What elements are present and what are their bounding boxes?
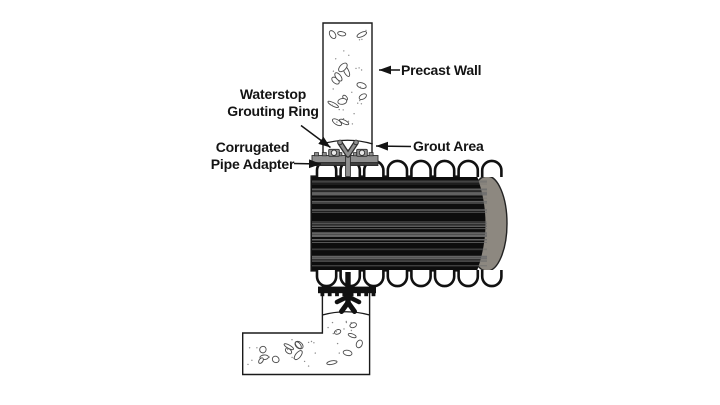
flange-ribs-bottom [320, 292, 376, 297]
waterstop-label-line1: Waterstop [239, 86, 307, 102]
adapter-arrow [293, 159, 322, 169]
waterstop-arrow [300, 124, 331, 149]
adapter-label: Corrugated Pipe Adapter [195, 139, 310, 173]
precast-wall-label: Precast Wall [401, 62, 482, 78]
grout-arc-bottom [322, 311, 370, 316]
annotation-arrows [293, 65, 412, 169]
concrete-texture-upper [327, 29, 368, 127]
bolt-right [358, 149, 366, 156]
pipe-striations [312, 180, 487, 267]
grout-area-label: Grout Area [413, 138, 484, 154]
grout-area-arrow [375, 141, 412, 151]
waterstop-grouting-ring-top [311, 139, 379, 177]
waterstop-stem-top [345, 149, 351, 177]
corrugated-pipe [310, 175, 508, 272]
waterstop-label: Waterstop Grouting Ring [203, 86, 343, 120]
pipe-corrugations-top [315, 159, 503, 177]
waterstop-label-line2: Grouting Ring [227, 103, 319, 119]
concrete-texture-lower [247, 320, 363, 367]
bolt-left [330, 149, 338, 156]
adapter-label-line2: Pipe Adapter [210, 156, 295, 172]
adapter-label-line1: Corrugated [215, 139, 290, 155]
waterstop-grouting-ring-bottom [318, 272, 376, 314]
pipe-corrugations-bottom [315, 270, 503, 288]
